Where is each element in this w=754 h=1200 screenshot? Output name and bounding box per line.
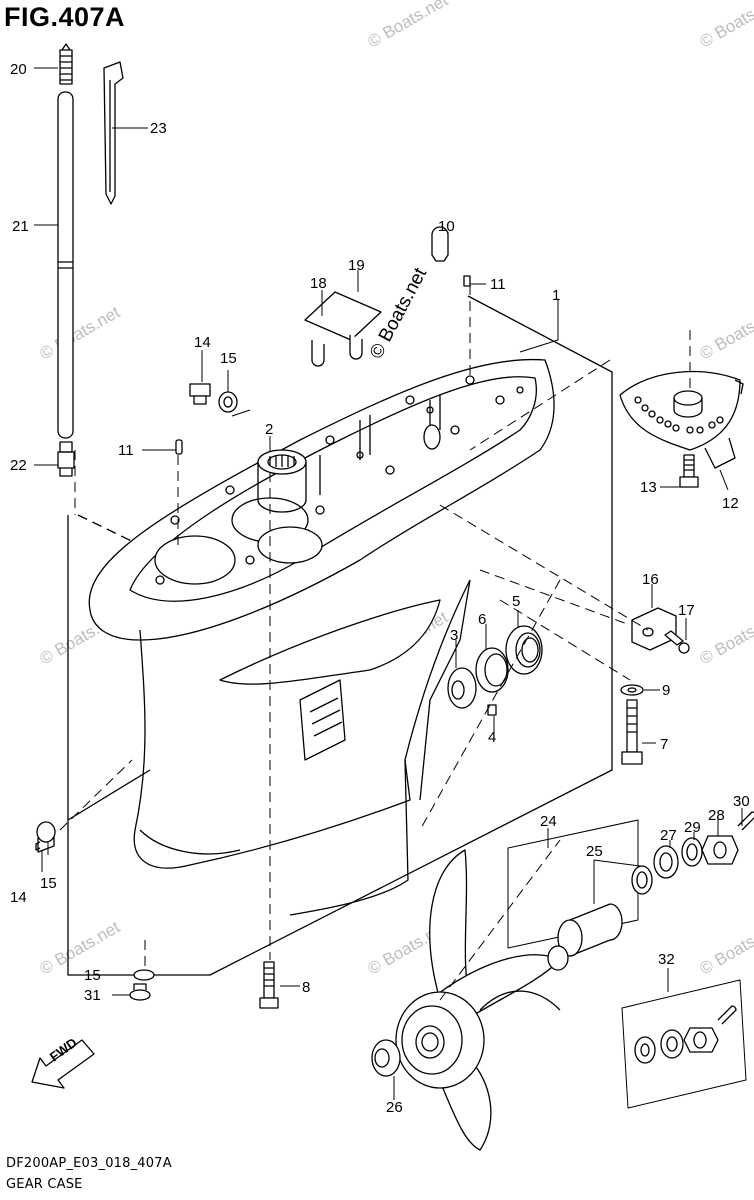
callout-26: 26 [386,1099,403,1116]
callout-15: 15 [220,350,237,367]
figure-name: GEAR CASE [6,1177,83,1192]
callout-29: 29 [684,819,701,836]
callout-19: 19 [348,257,365,274]
callout-28: 28 [708,807,725,824]
callout-27: 27 [660,827,677,844]
watermark: © Boats.net [697,302,754,363]
callout-11: 11 [118,442,134,459]
callout-14: 14 [194,334,211,351]
callout-30: 30 [733,793,750,810]
callout-17: 17 [678,602,695,619]
part-15-washer-lower [36,821,56,843]
callout-3: 3 [450,627,458,644]
callout-1: 1 [552,287,560,304]
part-1-gear-case [88,358,555,916]
part-22-fitting [57,441,75,477]
part-9-washer [620,684,644,696]
callout-12: 12 [722,495,739,512]
part-3-bearing [447,667,477,709]
parts-drawing [31,43,754,1151]
part-25-bushing [547,903,623,971]
callout-22: 22 [10,457,27,474]
part-17-screw [664,630,690,654]
callout-15: 15 [84,967,101,984]
part-23-grommet [103,61,124,205]
callout-16: 16 [642,571,659,588]
callout-2: 2 [265,421,273,438]
part-8-bolt [259,961,279,1009]
watermark: © Boats.net [365,0,452,51]
part-25-washer [631,865,653,895]
callout-20: 20 [10,61,27,78]
callout-labels: 20 23 21 10 18 19 11 1 14 15 11 2 22 13 … [10,61,750,1116]
part-24-propeller [395,849,561,1151]
part-15-washer [218,391,238,413]
watermark: © Boats.net [697,0,754,51]
part-31-nut [129,983,151,1001]
assembly-outline [67,295,613,976]
part-30-cotter-pin [737,811,754,831]
figure-code: DF200AP_E03_018_407A [6,1156,172,1171]
part-12-anode [619,371,744,469]
fwd-arrow-icon [31,1039,95,1089]
leader-lines [34,67,743,1100]
part-4-key [487,704,497,716]
part-27-washer [653,845,679,879]
watermark: © Boats.net [697,607,754,668]
callout-7: 7 [660,736,668,753]
part-6-race [475,647,509,693]
callout-23: 23 [150,120,167,137]
part-20-fitting [59,43,73,85]
part-26-spacer [371,1039,401,1077]
watermark: © Boats.net [37,917,124,978]
part-7-bolt [621,699,643,765]
callout-32: 32 [658,951,675,968]
callout-5: 5 [512,593,520,610]
figure-title: FIG.407A [4,2,126,32]
callout-25: 25 [586,843,603,860]
callout-4: 4 [488,729,496,746]
part-15-washer-bottom [133,969,155,981]
part-28-nut [701,835,739,865]
part-32-kit [621,979,747,1109]
callout-31: 31 [84,987,101,1004]
part-5-seal [505,625,543,675]
part-11-pin [175,439,183,455]
watermark: © Boats.net [37,302,124,363]
callout-10: 10 [438,218,455,235]
part-29-washer [681,837,703,867]
watermark: © Boats.net [697,917,754,978]
callout-21: 21 [12,218,29,235]
callout-18: 18 [310,275,327,292]
callout-15: 15 [40,875,57,892]
part-11-pin [463,275,471,287]
callout-8: 8 [302,979,310,996]
callout-24: 24 [540,813,557,830]
part-21-water-tube [57,91,74,439]
part-18-19-bracket [304,291,382,367]
callout-11: 11 [490,276,506,293]
callout-14: 14 [10,889,27,906]
part-13-bolt [679,454,699,488]
part-10-damper [431,226,449,262]
part-16-block [631,607,677,651]
part-14-plug [189,383,211,405]
callout-6: 6 [478,611,486,628]
callout-9: 9 [662,682,670,699]
callout-13: 13 [640,479,657,496]
